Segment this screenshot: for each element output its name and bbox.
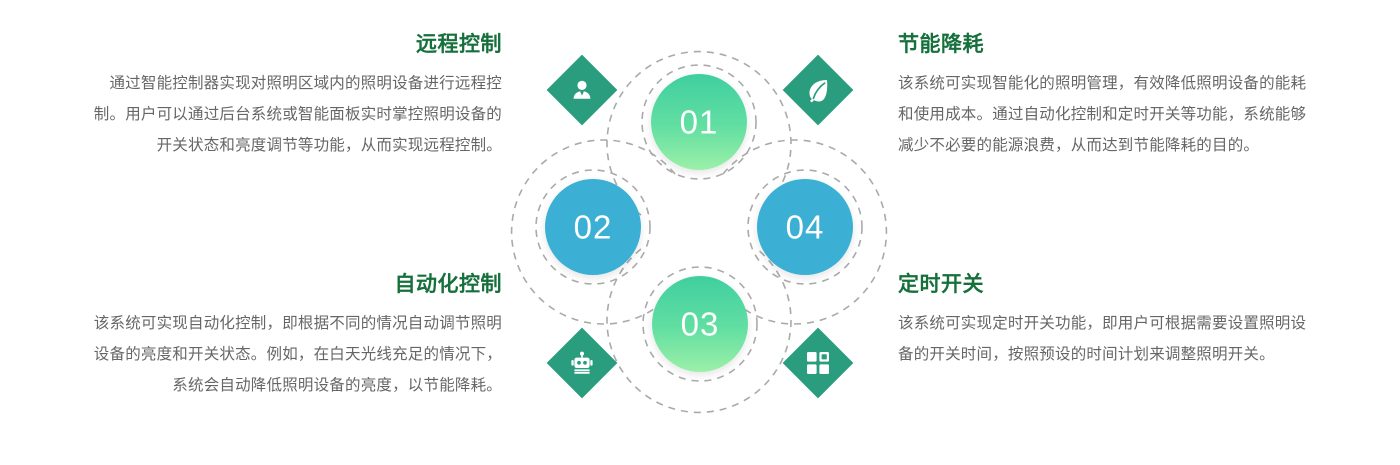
inner-dashed-rings: [535, 64, 863, 382]
diagram-node-03[interactable]: 03: [652, 276, 748, 372]
outer-dashed-cloverleaf: [510, 50, 888, 414]
dashed-ring-03: [642, 266, 758, 382]
feature-body-energy-saving: 该系统可实现智能化的照明管理，有效降低照明设备的能耗和使用成本。通过自动化控制和…: [898, 75, 1307, 155]
feature-heading-energy-saving: 节能降耗: [898, 33, 984, 56]
diagram-node-02-number: 02: [574, 209, 613, 246]
feature-heading-automation: 自动化控制: [394, 273, 502, 296]
diagram-node-03-number: 03: [681, 306, 720, 343]
dashed-ring-02: [535, 169, 651, 285]
badge-top-left[interactable]: [546, 54, 618, 126]
feature-body-timer-switch: 该系统可实现定时开关功能，即用户可根据需要设置照明设备的开关时间，按照预设的时间…: [898, 315, 1307, 364]
grid-icon: [807, 352, 829, 374]
feature-block-energy-saving: 节能降耗 该系统可实现智能化的照明管理，有效降低照明设备的能耗和使用成本。通过自…: [898, 32, 1318, 161]
badge-bottom-left[interactable]: [546, 327, 618, 399]
feature-body-remote-control: 通过智能控制器实现对照明区域内的照明设备进行远程控制。用户可以通过后台系统或智能…: [93, 75, 502, 155]
feature-heading-remote-control: 远程控制: [416, 33, 502, 56]
badge-bottom-right[interactable]: [782, 327, 854, 399]
feature-block-timer-switch: 定时开关 该系统可实现定时开关功能，即用户可根据需要设置照明设备的开关时间，按照…: [898, 272, 1318, 370]
leaf-icon: [809, 80, 828, 103]
feature-block-remote-control: 远程控制 通过智能控制器实现对照明区域内的照明设备进行远程控制。用户可以通过后台…: [82, 32, 502, 161]
badge-top-right[interactable]: [782, 54, 854, 126]
diagram-node-01[interactable]: 01: [651, 74, 747, 170]
robot-icon: [571, 351, 593, 374]
diagram-node-04-number: 04: [786, 209, 825, 246]
diagram-node-02[interactable]: 02: [545, 179, 641, 275]
dashed-ring-04: [747, 169, 863, 285]
central-diagram: 01 02 03 04: [480, 10, 920, 455]
dashed-ring-01: [641, 64, 757, 180]
feature-body-automation: 该系统可实现自动化控制，即根据不同的情况自动调节照明设备的亮度和开关状态。例如，…: [93, 315, 502, 395]
feature-heading-timer-switch: 定时开关: [898, 273, 984, 296]
diagram-node-01-number: 01: [680, 104, 719, 141]
diagram-node-04[interactable]: 04: [757, 179, 853, 275]
feature-block-automation: 自动化控制 该系统可实现自动化控制，即根据不同的情况自动调节照明设备的亮度和开关…: [82, 272, 502, 401]
user-icon: [573, 80, 591, 99]
